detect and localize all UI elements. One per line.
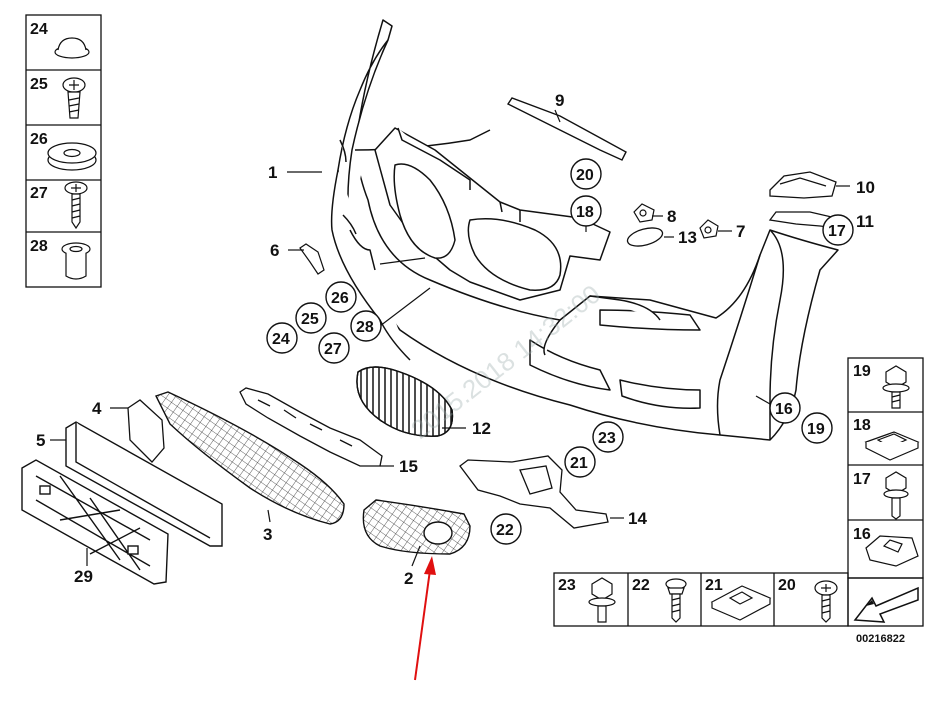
bottom-table-label: 20 (778, 577, 796, 594)
hex-screw-icon (883, 471, 909, 520)
part-label: 14 (628, 509, 647, 528)
left-table-label: 26 (30, 131, 48, 148)
bottom-table-label: 23 (558, 577, 576, 594)
bumper-cover (330, 19, 839, 441)
washer-icon (47, 142, 97, 171)
part-label: 13 (678, 228, 697, 247)
torx-screw-icon (665, 578, 687, 623)
part-label: 2 (404, 569, 413, 588)
part-label: 12 (472, 419, 491, 438)
clip-nut-icon (864, 431, 920, 461)
part-label: 4 (92, 399, 102, 418)
circled-label: 28 (356, 319, 374, 336)
seal-strip (506, 97, 627, 161)
clip-8 (633, 203, 655, 223)
right-fastener-table (847, 357, 924, 627)
circled-label: 24 (272, 331, 290, 348)
part-label: 29 (74, 567, 93, 586)
circled-label: 26 (331, 290, 349, 307)
part-label: 11 (856, 212, 874, 231)
tow-hook-cap (626, 227, 664, 247)
right-table-label: 17 (853, 471, 871, 488)
left-table-label: 28 (30, 238, 48, 255)
circled-label: 20 (576, 167, 594, 184)
right-table-label: 18 (853, 417, 871, 434)
part-label: 9 (555, 91, 564, 110)
circled-label: 17 (828, 223, 846, 240)
bottom-fastener-table (553, 572, 849, 627)
left-table-label: 25 (30, 76, 48, 93)
screw-icon (64, 181, 88, 230)
bottom-table-label: 21 (705, 577, 723, 594)
circled-label: 18 (576, 204, 594, 221)
left-table-label: 27 (30, 185, 48, 202)
part-label: 15 (399, 457, 418, 476)
bracket-upper (769, 171, 837, 199)
part-label: 7 (736, 222, 745, 241)
left-table-label: 24 (30, 21, 48, 38)
pan-screw-icon (814, 580, 838, 623)
part-label: 3 (263, 525, 272, 544)
circled-label: 25 (301, 311, 319, 328)
right-table-label: 16 (853, 526, 871, 543)
tow-eye-cover (127, 399, 165, 463)
license-plate-holder (65, 421, 223, 547)
bushing-icon (61, 242, 91, 280)
right-table-label: 19 (853, 363, 871, 380)
circled-label: 22 (496, 522, 514, 539)
part-label: 8 (667, 207, 676, 226)
fog-light-grille (362, 499, 471, 555)
clip-7 (699, 219, 719, 239)
license-plate-base (21, 459, 169, 585)
part-label: 6 (270, 241, 279, 260)
grille-carrier (374, 127, 611, 301)
part-label: 5 (36, 431, 45, 450)
cap-6 (299, 243, 325, 275)
red-pointer-arrow (414, 556, 436, 681)
hex-flange-bolt-icon (588, 577, 616, 623)
u-clip-icon (710, 585, 772, 621)
part-label: 1 (268, 163, 277, 182)
expansion-rivet-icon (62, 77, 86, 119)
hex-bolt-icon (882, 365, 910, 409)
leader-lines (50, 109, 850, 567)
part-label: 10 (856, 178, 875, 197)
circled-label: 21 (570, 455, 588, 472)
grommet-icon (54, 37, 90, 59)
circled-label: 16 (775, 401, 793, 418)
circled-labels (266, 158, 854, 545)
spring-nut-icon (865, 535, 919, 567)
circled-label: 23 (598, 430, 616, 447)
diagram-number: 00216822 (856, 633, 905, 645)
left-fastener-table (25, 14, 102, 288)
fog-light-bracket (459, 455, 609, 529)
circled-label: 19 (807, 421, 825, 438)
circled-label: 27 (324, 341, 342, 358)
support-bracket (239, 387, 383, 467)
arrow-symbol-icon (853, 586, 919, 623)
bottom-table-label: 22 (632, 577, 650, 594)
kidney-grille (356, 366, 454, 437)
lower-mesh-grille (155, 391, 345, 525)
